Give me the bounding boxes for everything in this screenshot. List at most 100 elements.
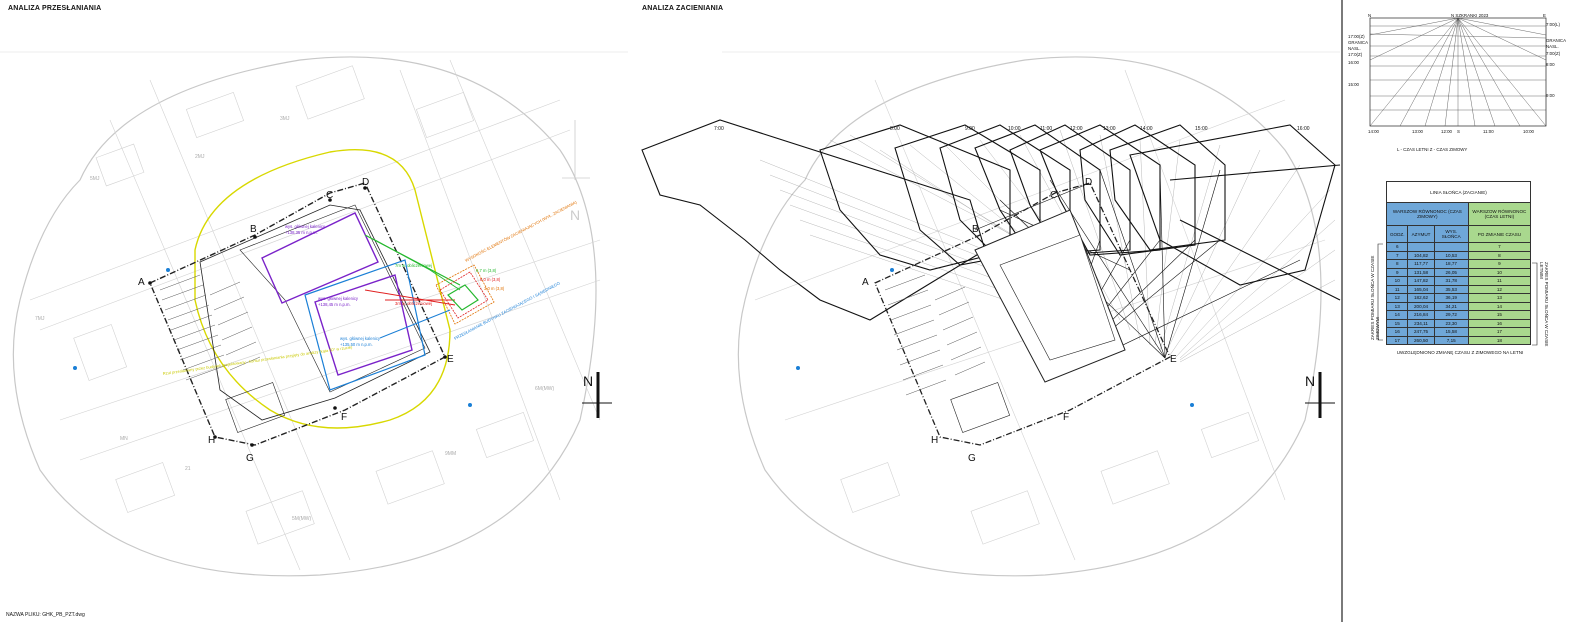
sun-chart-bottom-label: 13:00 [1412,129,1424,134]
label-ridge-purple: wys. głównej kalenicy [318,296,359,301]
sun-chart-left-label: 17:0(Z) [1348,52,1363,57]
label-ridge-yellow-value: +138,35 m n.p.m. [285,230,318,235]
parcel-label: 5MJ [90,176,100,182]
title-right: ANALIZA ZACIENIANIA [642,5,724,12]
building-left [149,182,446,446]
table-header-winter: WARSZOW RÓWNONOC (CZAS ZIMOWY) [1386,202,1469,226]
table-header-summer: WARSZOW RÓWNONOC (CZAS LETNI) [1467,202,1532,226]
col-header: WYS. SŁOŃCA [1433,225,1469,243]
roof-outline-blue [304,259,426,391]
north-label-left: N [583,373,593,389]
table-side-right: ZAKRES POMIARU SŁOŃCA W CZASIE LETNIM [1539,262,1549,347]
parcel-label: 7MJ [35,316,45,322]
col-header: PO ZMIANIE CZASU [1467,225,1532,243]
hour-label: 8:00 [890,126,900,132]
svg-text:N: N [570,207,580,223]
sun-chart-left-label: 17:00(Z) [1348,34,1365,39]
col-header: AZYMUT [1407,225,1435,243]
sun-table: LINIA SŁOŃCA (ZACIANIE) WARSZOW RÓWNONOC… [1385,181,1532,345]
label-height-3: 3,0 m (3,8) [484,286,505,291]
point-label-h: H [208,435,215,446]
sun-chart-corner-right: E [1543,13,1546,18]
point-label-e: E [1170,354,1177,365]
sun-chart-right-label: 7:00(Z) [1546,51,1561,56]
hour-label: 16:00 [1297,126,1310,132]
point-label-g: G [968,453,976,464]
point-label-e: E [447,354,454,365]
point-label-d: D [1085,177,1092,188]
table-title: LINIA SŁOŃCA (ZACIANIE) [1386,181,1531,203]
sun-chart-header: N SZKRANKI 2023 [1451,13,1489,18]
hour-label: 7:00 [714,126,724,132]
north-arrow-left: N [582,372,612,418]
point-label-g: G [246,453,254,464]
point-label-h: H [931,435,938,446]
col-header: GODZ. [1385,225,1409,243]
sun-chart-bottom-label: S [1457,129,1460,134]
label-ridge-blue: wys. głównej kalenicy [340,336,381,341]
point-label-b: B [972,224,979,235]
point-label-c: C [326,190,333,201]
shading-zone-yellow [194,148,451,429]
point-labels-left: A B C D E F G H [138,177,454,464]
building-right [874,182,1171,446]
roof-outline-purple2 [314,274,413,376]
sun-chart-left-label: 15:00 [1348,82,1360,87]
sun-chart-left-label: GRANICA [1348,40,1368,45]
sun-chart-right-label: 7:00(L) [1546,22,1560,27]
sun-chart-left-label: NASL. [1348,46,1361,51]
sun-chart-bottom-label: 10:00 [1523,129,1535,134]
point-label-d: D [362,177,369,188]
sun-path-chart: N N SZKRANKI 2023 E 17:00(Z) GRANICA NAS… [1348,13,1566,152]
point-label-f: F [341,412,347,423]
base-map-left: 2MJ 3MJ 7MJ 5MJ MN 21 5M(MW) 6M(MW) 9MM … [12,56,601,577]
sun-chart-bottom-label: 12:00 [1441,129,1453,134]
file-name: NAZWA PLIKU: GHK_PB_PZT.dwg [6,612,85,618]
hour-label: 13:00 [1103,126,1116,132]
parcel-label: 3MJ [280,116,290,122]
point-label-c: C [1050,190,1057,201]
label-ridge-yellow: wys. głównej kalenicy [285,224,326,229]
sun-chart-right-label: GRANICA [1546,38,1566,43]
sun-chart-bottom-label: 11:00 [1483,129,1494,134]
point-label-a: A [862,277,869,288]
point-label-f: F [1063,412,1069,423]
shadow-hour-labels: 7:00 8:00 9:00 10:00 11:00 12:00 13:00 1… [714,126,1310,132]
north-label-right: N [1305,373,1315,389]
hour-label: 11:00 [1040,126,1052,132]
parcel-label: MN [120,436,128,442]
label-legend-orange: WYSOKOŚĆ ELEMENTÓW ZACIENIAJĄCYCH (WYŁ. … [464,199,578,263]
parcel-label: 2MJ [195,154,205,160]
label-distance-red: 3m w. obliczeniowej [395,301,432,306]
table-side-left: ZAKRES POMIARU SŁOŃCA W CZASIE ZIMOWYM [1370,255,1380,341]
sun-chart-right-label: 8:00 [1546,62,1555,67]
sun-chart-right-label: NASL. [1546,44,1559,49]
parcel-label: 9MM [445,451,456,457]
shadow-outlines [641,119,1341,321]
hour-label: 9:00 [965,126,975,132]
north-arrow-right: N [1305,372,1335,418]
roof-outline-purple [261,212,379,304]
title-left: ANALIZA PRZESŁANIANIA [8,5,102,12]
table-note: UWZGLĘDNIONO ZMIANĘ CZASU Z ZIMOWEGO NA … [1396,350,1524,355]
sun-chart-right-label: 9:00 [1546,93,1555,98]
point-labels-right: A B C D E F G H [862,177,1177,464]
parcel-label: 5M(MW) [292,516,311,522]
label-distance-green: 7m w. obliczeniowej [395,263,432,268]
hour-label: 15:00 [1195,126,1208,132]
point-label-a: A [138,277,145,288]
point-label-b: B [250,224,257,235]
hour-label: 10:00 [1008,126,1021,132]
sun-chart-bottom-label: 14:00 [1368,129,1380,134]
